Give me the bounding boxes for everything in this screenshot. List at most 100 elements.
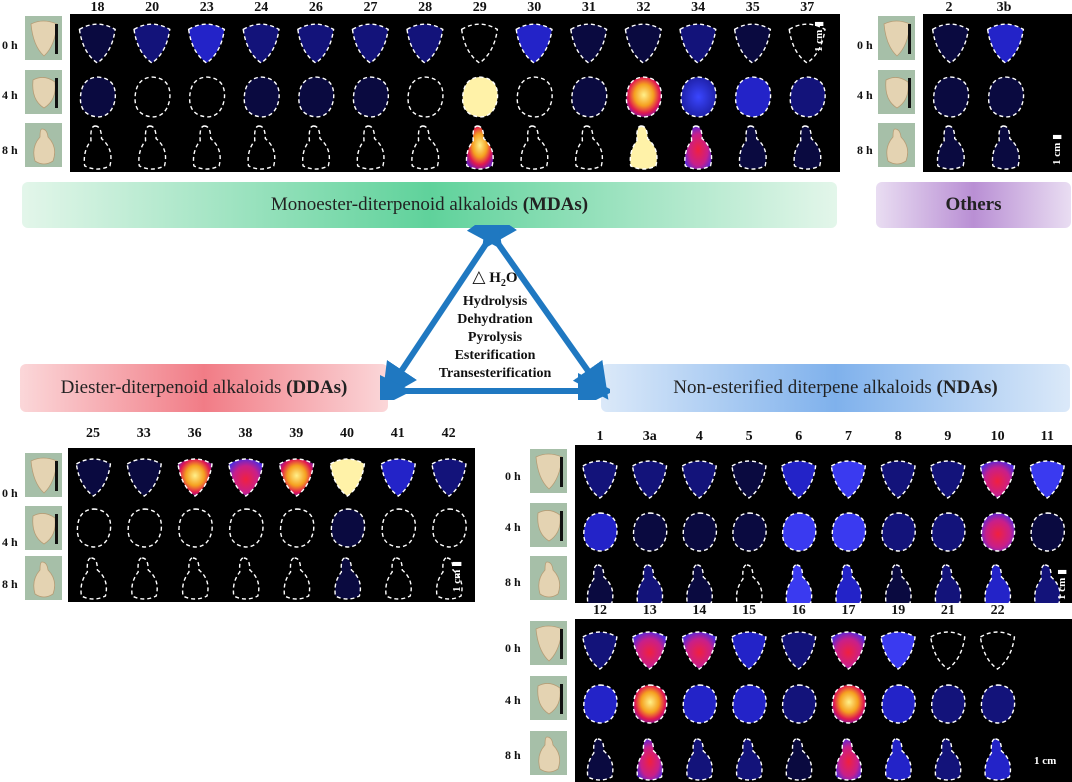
tuber-outline: [979, 460, 1016, 499]
tuber-outline: [632, 684, 668, 724]
compound-label: 12: [593, 603, 607, 618]
others-row-8h: 8 h: [857, 143, 873, 157]
tuber-outline: [570, 23, 608, 64]
tuber-outline: [515, 23, 553, 64]
dda-row-8h: 8 h: [2, 577, 18, 591]
compound-label: 2: [945, 0, 953, 15]
tuber-outline: [302, 125, 331, 170]
tuber-outline: [624, 23, 662, 64]
tuber-outline: [177, 458, 213, 497]
tuber-outline: [780, 631, 817, 670]
tuber-outline: [1029, 460, 1065, 499]
compound-label: 6: [795, 429, 803, 444]
others-thumb-0h: [878, 16, 915, 60]
tuber-outline: [738, 125, 767, 170]
compound-label: 35: [745, 0, 760, 15]
nda-top-thumb-0h: [530, 449, 567, 493]
process-hydrolysis: Hydrolysis: [462, 294, 528, 309]
compound-label: 27: [363, 0, 378, 15]
compound-label: 38: [238, 426, 253, 441]
compound-label: 18: [90, 0, 105, 15]
process-esterification: Esterification: [454, 348, 536, 363]
nda-bottom-row-4h: 4 h: [505, 693, 521, 707]
compound-label: 36: [187, 426, 202, 441]
tuber-outline: [631, 631, 668, 670]
tuber-outline: [932, 76, 970, 118]
others-heatmap: [923, 14, 1072, 172]
compound-label: 1: [596, 429, 604, 444]
tuber-outline: [80, 557, 108, 600]
compound-label: 8: [894, 429, 902, 444]
compound-label: 32: [636, 0, 651, 15]
tuber-outline: [228, 458, 264, 497]
dda-banner: Diester-diterpenoid alkaloids (DDAs): [20, 364, 388, 412]
tuber-outline: [681, 631, 718, 670]
conversion-triangle: [380, 225, 610, 400]
nda-bottom-thumb-8h: [530, 731, 567, 775]
tuber-outline: [582, 631, 618, 670]
tuber-outline: [880, 460, 916, 499]
tuber-outline: [297, 23, 335, 64]
tuber-outline: [629, 125, 658, 170]
tuber-outline: [881, 512, 916, 552]
tuber-outline: [460, 23, 499, 64]
tuber-outline: [356, 125, 385, 170]
tuber-outline: [1034, 564, 1061, 603]
tuber-outline: [582, 460, 618, 499]
others-thumb-4h: [878, 70, 915, 114]
tuber-outline: [329, 458, 366, 497]
tuber-outline: [931, 684, 966, 724]
dda-thumb-8h: [25, 556, 62, 600]
process-transesterification: Transesterification: [438, 366, 552, 381]
compound-label: 20: [145, 0, 160, 15]
tuber-outline: [788, 23, 826, 64]
tuber-outline: [232, 557, 260, 600]
tuber-outline: [934, 738, 962, 781]
tuber-outline: [127, 508, 163, 548]
tuber-outline: [334, 557, 362, 600]
mda-row-8h: 8 h: [2, 143, 18, 157]
nda-top-thumb-4h: [530, 503, 567, 547]
tuber-outline: [929, 631, 966, 670]
compound-label: 37: [800, 0, 815, 15]
tuber-outline: [83, 125, 112, 170]
others-row-4h: 4 h: [857, 88, 873, 102]
tuber-outline: [831, 684, 867, 724]
tuber-outline: [79, 76, 117, 118]
tuber-outline: [583, 684, 618, 724]
tuber-outline: [583, 512, 618, 552]
mda-banner-abbr: (MDAs): [522, 194, 589, 215]
dda-banner-abbr: (DDAs): [286, 377, 348, 398]
mda-thumb-4h: [25, 70, 62, 114]
tuber-outline: [684, 125, 713, 170]
tuber-outline: [830, 631, 867, 670]
tuber-outline: [732, 512, 767, 552]
nda-bottom-heatmap: [575, 619, 1072, 782]
tuber-outline: [979, 631, 1016, 670]
tuber-outline: [407, 76, 444, 118]
tuber-outline: [178, 508, 213, 548]
tuber-outline: [831, 512, 867, 552]
mda-row-0h: 0 h: [2, 38, 18, 52]
others-thumb-8h: [878, 123, 915, 167]
tuber-outline: [682, 512, 718, 552]
compound-label: 41: [390, 426, 405, 441]
delta-icon: △: [472, 267, 486, 286]
tuber-outline: [516, 76, 553, 118]
dda-row-0h: 0 h: [2, 486, 18, 500]
process-dehydration: Dehydration: [457, 312, 533, 327]
others-banner: Others: [876, 182, 1071, 228]
tuber-outline: [78, 23, 116, 64]
compound-label: 23: [199, 0, 214, 15]
nda-bottom-row-0h: 0 h: [505, 641, 521, 655]
tuber-outline: [781, 512, 817, 552]
tuber-outline: [520, 125, 549, 170]
compound-label: 29: [472, 0, 487, 15]
compound-label: 4: [695, 429, 703, 444]
tuber-outline: [411, 125, 440, 170]
tuber-outline: [731, 460, 767, 499]
dda-banner-text: Diester-diterpenoid alkaloids: [60, 377, 282, 398]
